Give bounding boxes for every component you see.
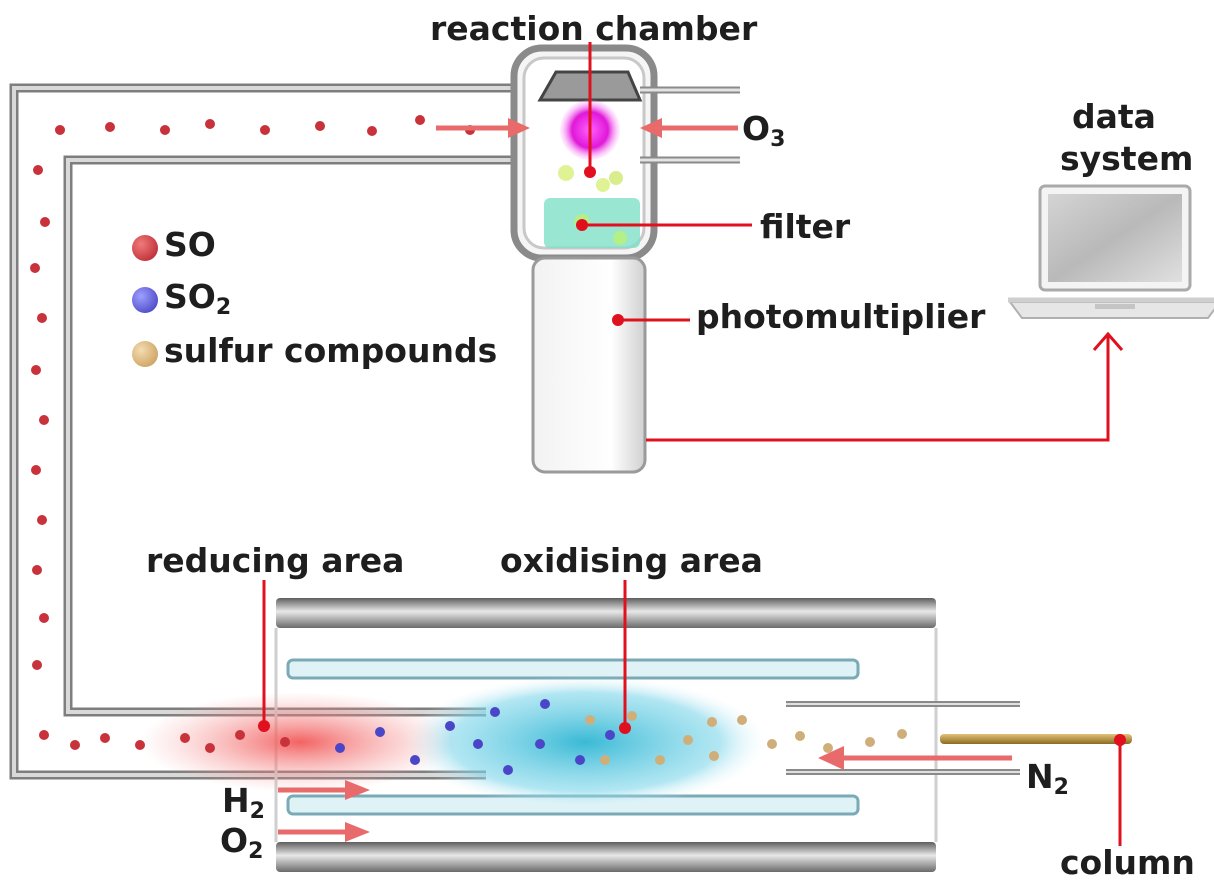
label-o3: O3 <box>742 109 786 152</box>
photomultiplier-tube <box>531 256 647 474</box>
oxidising-zone <box>405 676 765 808</box>
legend-item-so: SO <box>132 228 216 267</box>
gc-column <box>940 734 1132 744</box>
label-photomultiplier: photomultiplier <box>696 297 986 336</box>
label-data-system-line2: system <box>1060 139 1194 178</box>
label-n2: N2 <box>1026 757 1069 800</box>
label-pointers <box>258 42 1126 846</box>
label-data-system-line1: data <box>1072 97 1156 136</box>
reducing-zone <box>140 692 460 792</box>
signal-line <box>646 336 1110 442</box>
legend-item-so2: SO2 <box>132 280 231 319</box>
legend-item-sulfur-compounds: sulfur compounds <box>132 334 497 373</box>
so2-particles <box>335 699 615 775</box>
legend-label: SO2 <box>164 277 232 320</box>
label-reducing-area: reducing area <box>146 541 405 580</box>
legend-label: SO <box>164 225 216 264</box>
so-molecule-icon <box>132 234 158 261</box>
legend-label: sulfur compounds <box>164 331 498 370</box>
so2-molecule-icon <box>132 286 158 313</box>
sulfur-compound-icon <box>132 340 158 367</box>
sulfur-compound-particles <box>585 711 907 765</box>
so-particle-trail <box>30 115 475 750</box>
label-oxidising-area: oxidising area <box>500 541 763 580</box>
signal-arrowhead <box>1092 331 1124 351</box>
label-column: column <box>1060 843 1195 882</box>
flow-arrows <box>278 118 1012 842</box>
so-particles <box>180 730 290 753</box>
label-filter: filter <box>760 207 851 246</box>
label-reaction-chamber: reaction chamber <box>430 9 758 48</box>
label-o2: O2 <box>220 821 264 864</box>
laptop-icon <box>1008 184 1214 319</box>
label-h2: H2 <box>222 781 265 824</box>
optical-filter <box>544 198 640 248</box>
